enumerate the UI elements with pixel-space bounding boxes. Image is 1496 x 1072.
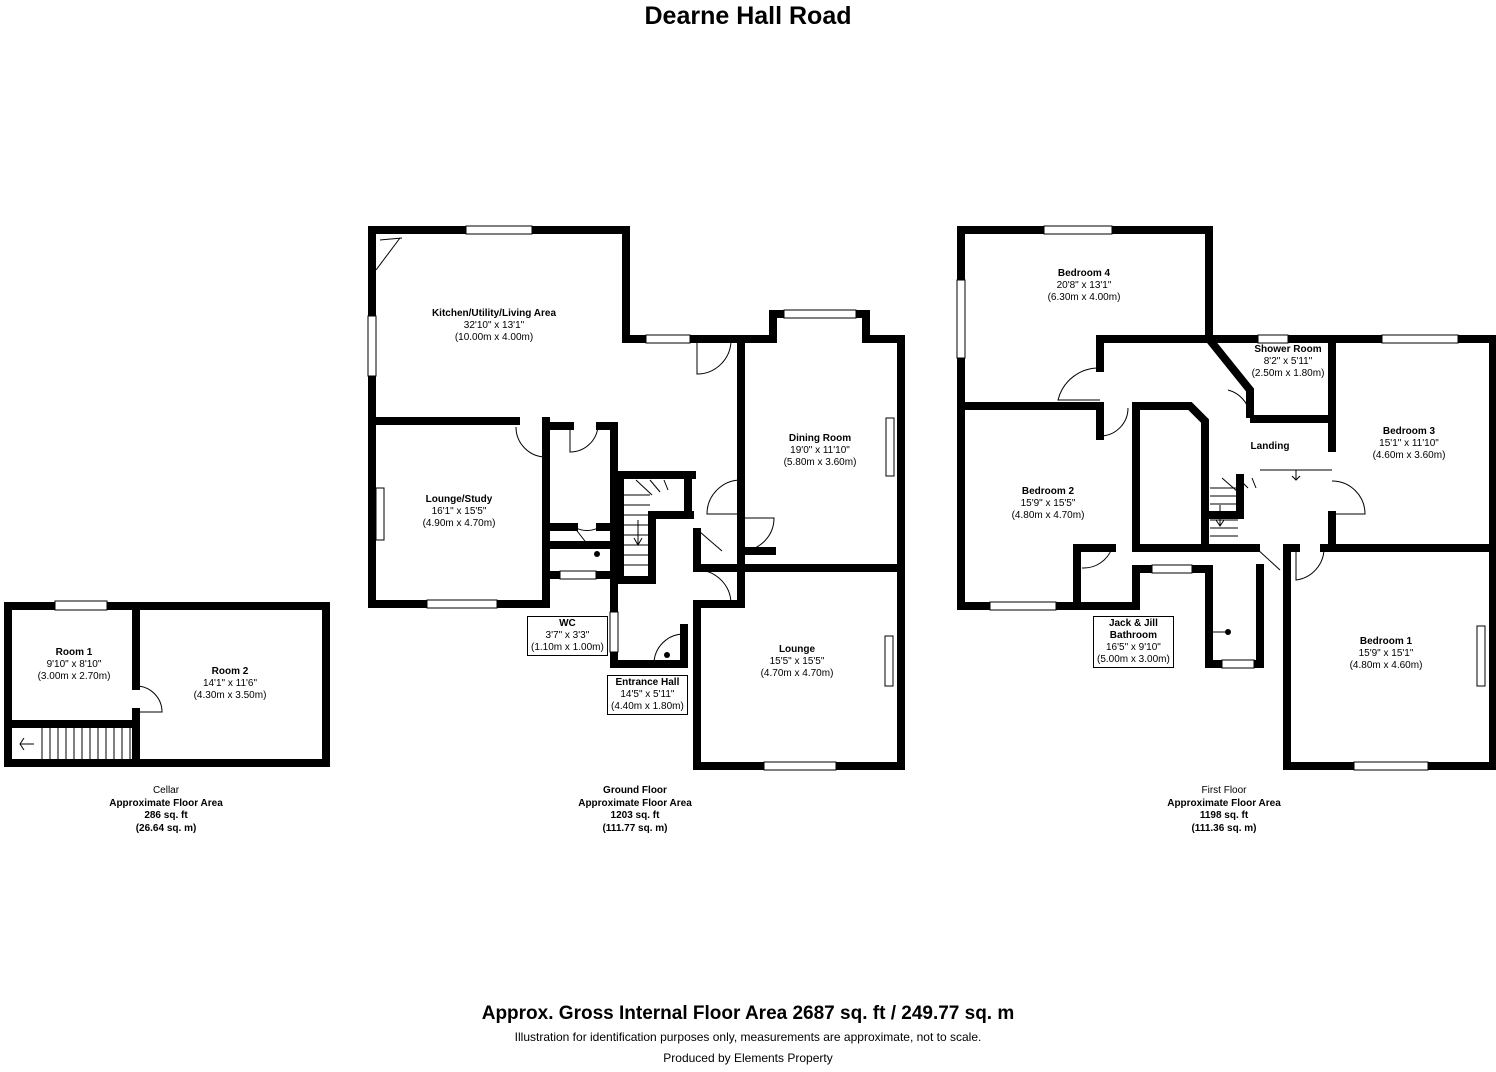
room-metric: (4.90m x 4.70m) [422, 518, 496, 529]
floor-area-label: Approximate Floor Area [1167, 797, 1281, 809]
room-name: Lounge [778, 644, 816, 655]
room-imperial: 16'1" x 15'5" [431, 506, 487, 517]
room-imperial: 19'0" x 11'10" [790, 445, 850, 456]
room-metric: (4.40m x 1.80m) [611, 701, 684, 712]
cellar-stairs [19, 728, 131, 759]
room-name-line1: Jack & Jill [1108, 618, 1158, 629]
room-imperial: 9'10" x 8'10" [46, 659, 102, 670]
room-label-lounge: Lounge 15'5" x 15'5" (4.70m x 4.70m) [707, 644, 887, 680]
room-name: WC [559, 618, 576, 629]
first-floor-plan [956, 225, 1496, 771]
room-metric: (4.80m x 4.60m) [1349, 660, 1423, 671]
room-metric: (4.60m x 3.60m) [1372, 450, 1446, 461]
room-metric: (5.00m x 3.00m) [1097, 654, 1170, 665]
room-metric: (2.50m x 1.80m) [1251, 368, 1325, 379]
room-label-landing: Landing [1180, 441, 1360, 453]
floor-area-sqft: 1203 sq. ft [610, 810, 660, 821]
floor-area-sqm: (111.77 sq. m) [602, 822, 668, 834]
producer-credit: Produced by Elements Property [663, 1051, 833, 1065]
room-name: Landing [1250, 441, 1290, 452]
room-label-shower-room: Shower Room 8'2" x 5'11" (2.50m x 1.80m) [1198, 344, 1378, 380]
first-floor-area-summary: First Floor Approximate Floor Area 1198 … [1124, 785, 1324, 835]
room-imperial: 16'5" x 9'10" [1105, 642, 1161, 653]
gross-internal-area: Approx. Gross Internal Floor Area 2687 s… [481, 1003, 1015, 1024]
floor-area-sqm: (26.64 sq. m) [135, 822, 197, 834]
room-metric: (5.80m x 3.60m) [783, 457, 857, 468]
floor-name: First Floor [1201, 785, 1247, 796]
cellar-plan [4, 600, 330, 767]
floor-area-label: Approximate Floor Area [109, 797, 223, 809]
ground-floor-plan [367, 225, 905, 771]
room-name: Bedroom 3 [1382, 426, 1436, 437]
room-imperial: 15'5" x 15'5" [769, 656, 825, 667]
floor-area-sqm: (111.36 sq. m) [1191, 822, 1257, 834]
room-name: Dining Room [788, 433, 852, 444]
room-name: Room 2 [211, 666, 249, 677]
room-label-lounge-study: Lounge/Study 16'1" x 15'5" (4.90m x 4.70… [369, 494, 549, 530]
room-name: Kitchen/Utility/Living Area [431, 308, 557, 319]
room-imperial: 15'1" x 11'10" [1379, 438, 1439, 449]
room-label-bedroom-2: Bedroom 2 15'9" x 15'5" (4.80m x 4.70m) [958, 486, 1138, 522]
room-name: Bedroom 4 [1057, 268, 1111, 279]
room-metric: (10.00m x 4.00m) [454, 332, 534, 343]
plan-title: Dearne Hall Road [644, 2, 852, 30]
ground-stairs [624, 479, 669, 566]
room-metric: (4.70m x 4.70m) [760, 668, 834, 679]
room-label-bedroom-4: Bedroom 4 20'8" x 13'1" (6.30m x 4.00m) [994, 268, 1174, 304]
room-metric: (1.10m x 1.00m) [531, 642, 604, 653]
room-imperial: 32'10" x 13'1" [463, 320, 525, 331]
room-name: Lounge/Study [425, 494, 493, 505]
floor-name: Cellar [152, 785, 180, 796]
ground-floor-area-summary: Ground Floor Approximate Floor Area 1203… [535, 785, 735, 835]
first-stairs [1210, 477, 1257, 537]
room-metric: (4.80m x 4.70m) [1011, 510, 1085, 521]
room-imperial: 14'5" x 5'11" [620, 689, 675, 700]
room-imperial: 3'7" x 3'3" [545, 630, 590, 641]
room-label-cellar-room-2: Room 2 14'1" x 11'6" (4.30m x 3.50m) [140, 666, 320, 702]
room-name: Room 1 [55, 647, 93, 658]
room-label-bedroom-1: Bedroom 1 15'9" x 15'1" (4.80m x 4.60m) [1296, 636, 1476, 672]
room-name: Bedroom 2 [1021, 486, 1075, 497]
room-label-kitchen: Kitchen/Utility/Living Area 32'10" x 13'… [404, 308, 584, 344]
floor-area-label: Approximate Floor Area [578, 797, 692, 809]
room-label-wc: WC 3'7" x 3'3" (1.10m x 1.00m) [527, 616, 608, 656]
disclaimer: Illustration for identification purposes… [514, 1030, 982, 1044]
room-label-dining-room: Dining Room 19'0" x 11'10" (5.80m x 3.60… [730, 433, 910, 469]
floor-name: Ground Floor [603, 785, 667, 796]
room-name: Shower Room [1254, 344, 1322, 355]
room-imperial: 20'8" x 13'1" [1056, 280, 1112, 291]
room-name-line2: Bathroom [1109, 630, 1158, 641]
room-imperial: 8'2" x 5'11" [1263, 356, 1313, 367]
room-metric: (6.30m x 4.00m) [1047, 292, 1121, 303]
room-metric: (4.30m x 3.50m) [193, 690, 267, 701]
room-name: Bedroom 1 [1359, 636, 1413, 647]
cellar-area-summary: Cellar Approximate Floor Area 286 sq. ft… [66, 785, 266, 835]
room-name: Entrance Hall [615, 677, 680, 688]
room-label-bedroom-3: Bedroom 3 15'1" x 11'10" (4.60m x 3.60m) [1319, 426, 1496, 462]
floor-area-sqft: 1198 sq. ft [1199, 810, 1249, 821]
room-imperial: 15'9" x 15'5" [1020, 498, 1076, 509]
room-label-entrance-hall: Entrance Hall 14'5" x 5'11" (4.40m x 1.8… [607, 675, 688, 715]
room-imperial: 15'9" x 15'1" [1358, 648, 1414, 659]
floor-area-sqft: 286 sq. ft [144, 810, 188, 821]
room-label-jack-and-jill-bathroom: Jack & Jill Bathroom 16'5" x 9'10" (5.00… [1093, 616, 1174, 668]
room-label-cellar-room-1: Room 1 9'10" x 8'10" (3.00m x 2.70m) [0, 647, 164, 683]
room-metric: (3.00m x 2.70m) [37, 671, 111, 682]
room-imperial: 14'1" x 11'6" [202, 678, 258, 689]
